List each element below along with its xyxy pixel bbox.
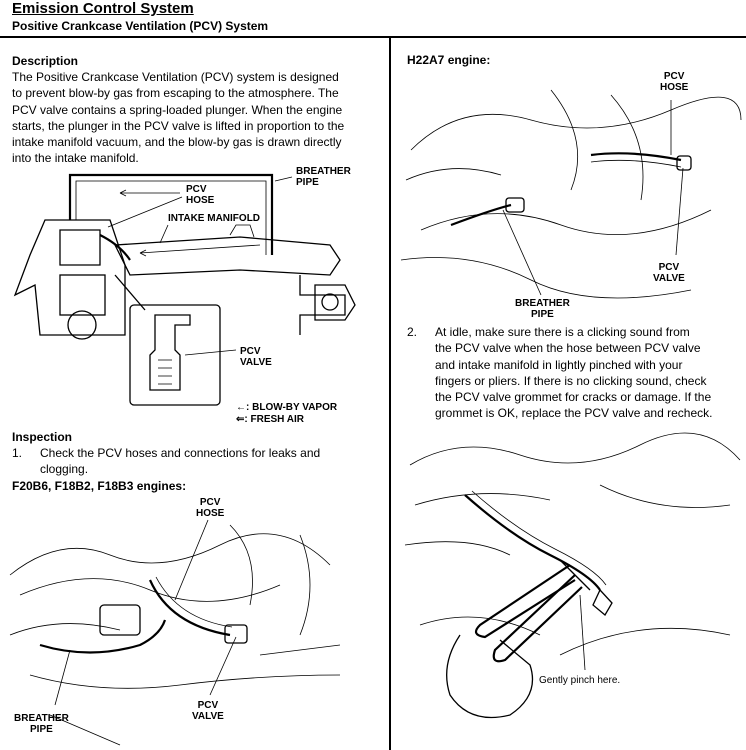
description-line: PCV valve contains a spring-loaded plung… [12, 102, 343, 117]
description-line: The Positive Crankcase Ventilation (PCV)… [12, 70, 339, 84]
intake-manifold [113, 236, 341, 276]
pcv-valve-label: PCV VALVE [240, 346, 272, 368]
description-text: The Positive Crankcase Ventilation (PCV)… [12, 69, 382, 167]
step1-number: 1. [12, 446, 23, 460]
pliers-handle [474, 564, 576, 639]
pcv-hose-line [148, 579, 231, 637]
description-line: intake manifold vacuum, and the blow-by … [12, 135, 342, 150]
inspection-heading: Inspection [12, 430, 73, 444]
step2-number: 2. [407, 325, 418, 339]
engine-heading-h22: H22A7 engine: [407, 53, 491, 67]
h22-pcv-valve-label: PCV VALVE [653, 262, 685, 284]
pcv-hose-label: PCV HOSE [186, 184, 215, 206]
h22-pcv-hose-label: PCV HOSE [660, 71, 689, 93]
h22-breather-pipe-label: BREATHER PIPE [515, 298, 570, 320]
f-engine-illustration [9, 519, 341, 746]
intake-manifold-label: INTAKE MANIFOLD [168, 213, 261, 224]
pcv-valve-detail [149, 314, 191, 391]
description-line: to prevent blow-by gas from escaping to … [12, 86, 339, 101]
h22-breather-pipe-line [450, 203, 512, 227]
column-divider [389, 38, 391, 750]
f-breather-pipe-label: BREATHER PIPE [14, 713, 69, 735]
breather-pipe-label: BREATHER PIPE [296, 166, 351, 188]
step1-text: Check the PCV hoses and connections for … [40, 446, 321, 477]
legend-blow-by: ←: BLOW-BY VAPOR [236, 402, 338, 413]
description-line: starts, the plunger in the PCV valve is … [12, 118, 345, 133]
engine-block [13, 219, 126, 336]
page-subtitle: Positive Crankcase Ventilation (PCV) Sys… [12, 19, 269, 33]
step2-text: At idle, make sure there is a clicking s… [435, 325, 713, 421]
header-rule [0, 36, 746, 38]
legend-fresh-air: ⇐: FRESH AIR [236, 414, 305, 425]
f-pcv-valve-label: PCV VALVE [192, 700, 224, 722]
description-line: into the intake manifold. [12, 151, 139, 166]
pcv-system-diagram [13, 173, 356, 406]
description-heading: Description [12, 54, 79, 68]
h22-engine-illustration [400, 89, 742, 299]
pinch-illustration [404, 432, 741, 719]
engines-heading-f: F20B6, F18B2, F18B3 engines: [12, 479, 187, 493]
pinch-caption: Gently pinch here. [539, 675, 621, 686]
page-title: Emission Control System [12, 0, 194, 17]
breather-pipe [68, 173, 274, 255]
f-pcv-hose-label: PCV HOSE [196, 497, 225, 519]
hand [446, 634, 534, 719]
pinch-hose-line [464, 494, 601, 591]
breather-pipe-line [39, 619, 167, 654]
h22-pcv-hose-line [590, 152, 682, 162]
